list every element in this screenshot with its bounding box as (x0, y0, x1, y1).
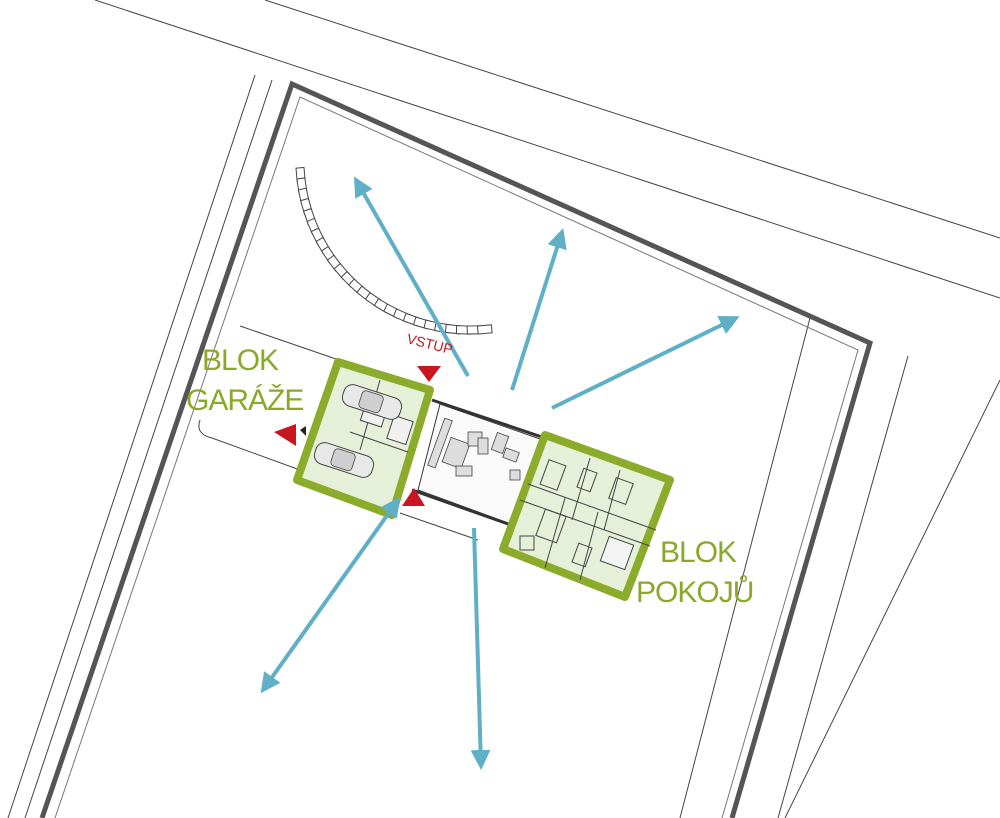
view-direction-arrow (551, 316, 740, 410)
entrance-triangle (417, 366, 441, 382)
car-icon (341, 384, 403, 420)
view-direction-arrow (510, 228, 567, 391)
living-furniture (427, 417, 521, 481)
entrance-label: VSTUP (405, 330, 454, 357)
car-icon (313, 442, 375, 478)
rooms-label-line2: POKOJŮ (636, 575, 753, 609)
context-lines (7, 0, 1000, 818)
parking-stall (476, 324, 493, 335)
view-arrows (260, 176, 740, 770)
rooms-block (499, 431, 674, 601)
view-direction-arrow (470, 527, 491, 770)
plot-boundary (39, 80, 874, 818)
plot-boundary-inner (54, 96, 859, 818)
garage-label-line2: GARÁŽE (186, 384, 303, 417)
view-direction-arrow (260, 496, 401, 694)
curved-parking-stalls (295, 166, 493, 335)
rooms-label-line1: BLOK (660, 536, 737, 569)
entrance-triangle (274, 424, 296, 446)
entrance-markers (274, 366, 441, 506)
garage-block (293, 358, 434, 519)
small-markers (300, 426, 306, 436)
entrance-triangle (402, 488, 425, 506)
garage-label-line1: BLOK (202, 344, 279, 377)
view-direction-arrow (354, 176, 470, 377)
